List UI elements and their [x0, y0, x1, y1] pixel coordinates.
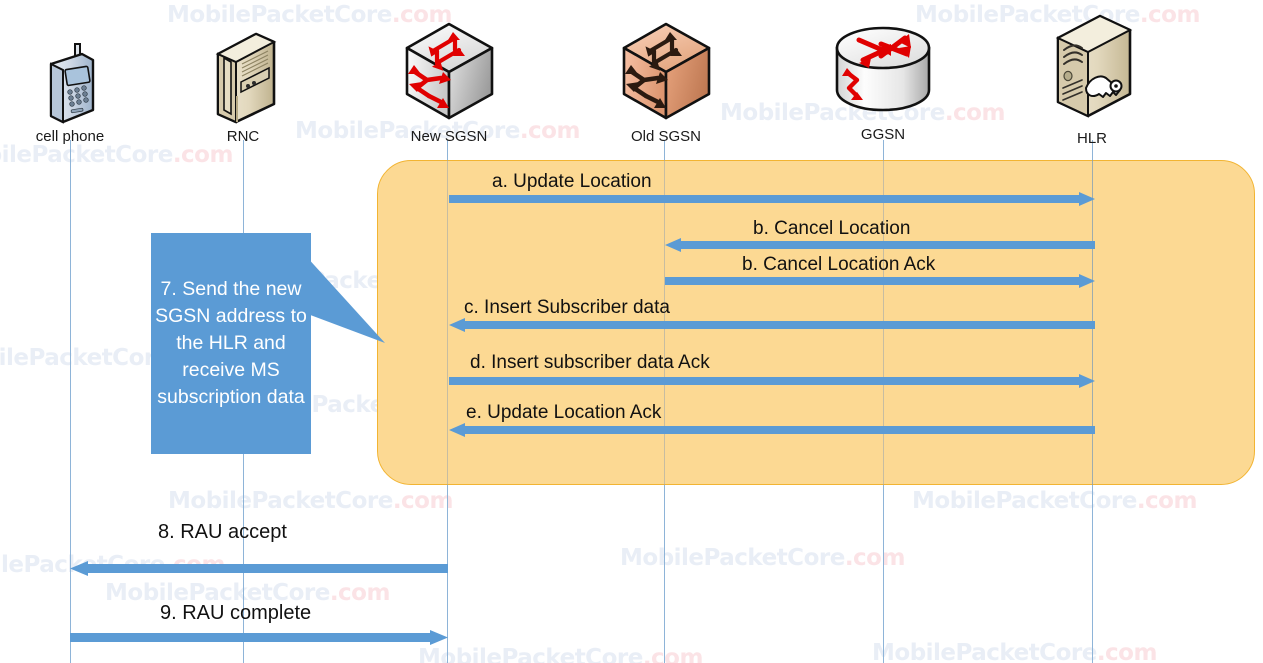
lifeline-cell-phone	[70, 140, 71, 663]
message-arrow-e	[449, 423, 1095, 437]
message-label-e: e. Update Location Ack	[466, 402, 662, 423]
server-key-icon	[1042, 12, 1146, 128]
node-hlr[interactable]: HLR	[1042, 12, 1142, 147]
message-arrow-8	[70, 561, 448, 576]
message-arrow-b-cancel-location	[665, 238, 1095, 252]
message-label-8: 8. RAU accept	[158, 521, 287, 543]
switch-cube-silver-icon	[397, 16, 502, 126]
watermark: MobilePacketCore.com	[168, 488, 453, 514]
message-arrow-d	[449, 374, 1095, 388]
node-new-sgsn[interactable]: New SGSN	[395, 16, 503, 145]
watermark: MobilePacketCore.com	[872, 640, 1157, 663]
callout-text: 7. Send the new SGSN address to the HLR …	[155, 278, 307, 408]
server-tower-icon	[204, 26, 282, 126]
message-label-9: 9. RAU complete	[160, 602, 312, 624]
node-old-sgsn[interactable]: Old SGSN	[612, 16, 720, 145]
cell-phone-icon	[35, 38, 105, 126]
node-cell-phone[interactable]: cell phone	[22, 38, 118, 145]
node-rnc[interactable]: RNC	[198, 26, 288, 145]
lifeline-new-sgsn-overlay	[447, 160, 448, 485]
node-label-new-sgsn: New SGSN	[410, 128, 488, 145]
watermark: MobilePacketCore.com	[418, 645, 703, 663]
message-arrow-9	[70, 630, 448, 645]
watermark: MobilePacketCore.com	[912, 488, 1197, 514]
callout-step-7[interactable]: 7. Send the new SGSN address to the HLR …	[151, 233, 311, 454]
node-label-rnc: RNC	[226, 128, 260, 145]
node-label-old-sgsn: Old SGSN	[630, 128, 702, 145]
node-ggsn[interactable]: GGSN	[829, 18, 937, 143]
switch-cube-orange-icon	[614, 16, 719, 126]
watermark: MobilePacketCore.com	[0, 142, 233, 168]
watermark: MobilePacketCore.com	[620, 545, 905, 571]
node-label-cell-phone: cell phone	[35, 128, 105, 145]
message-arrow-b-cancel-location-ack	[665, 274, 1095, 288]
message-arrow-c	[449, 318, 1095, 332]
message-label-a: a. Update Location	[492, 171, 652, 192]
message-label-c: c. Insert Subscriber data	[464, 297, 670, 318]
message-label-b-cancel-location: b. Cancel Location	[753, 218, 911, 239]
router-cylinder-icon	[829, 18, 937, 124]
message-label-b-cancel-location-ack: b. Cancel Location Ack	[742, 254, 936, 275]
message-label-d: d. Insert subscriber data Ack	[470, 352, 710, 373]
message-arrow-a	[449, 192, 1095, 206]
node-label-hlr: HLR	[1076, 130, 1107, 147]
node-label-ggsn: GGSN	[860, 126, 906, 143]
